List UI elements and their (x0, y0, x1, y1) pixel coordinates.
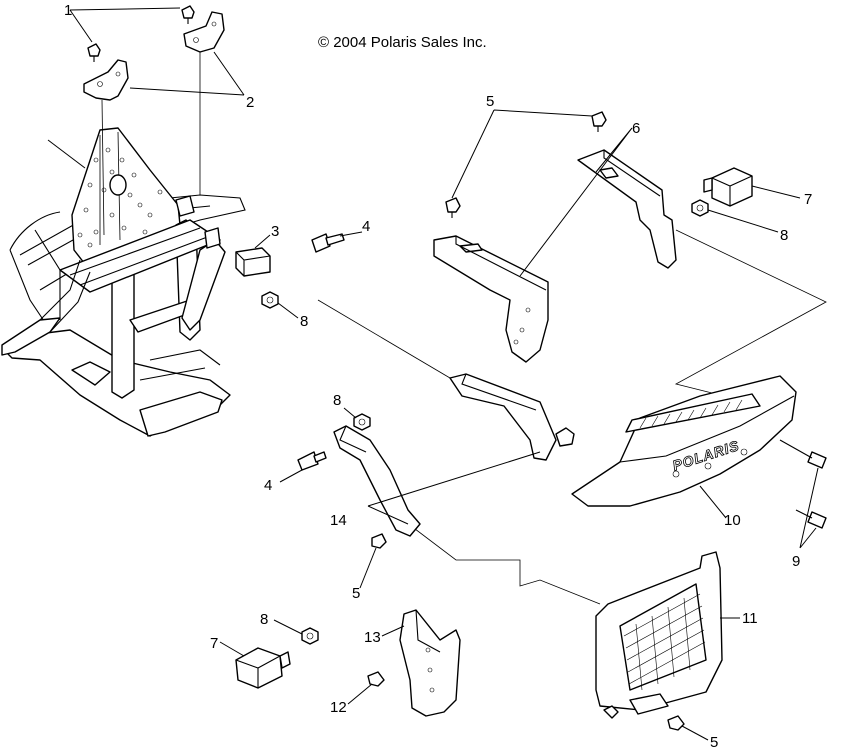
callout-3: 3 (271, 223, 279, 240)
bolt-4-lower (297, 451, 327, 471)
nut-8-left (261, 291, 279, 309)
callout-14: 14 (330, 512, 347, 529)
nut-8-middle (353, 413, 371, 431)
bracket-6-left (433, 235, 549, 363)
callout-2: 2 (246, 94, 254, 111)
callout-8-upper-right: 8 (780, 227, 788, 244)
callout-13: 13 (364, 629, 381, 646)
bracket-6-right (577, 149, 677, 269)
screw-12 (367, 671, 385, 687)
callout-5-middle: 5 (352, 585, 360, 602)
fastener-1b (181, 5, 195, 24)
support-14-upper (449, 373, 557, 461)
nut-8-lower (301, 627, 319, 645)
bracket-2b (183, 11, 225, 53)
bolt-9-upper (779, 439, 827, 469)
callout-7-lower: 7 (210, 635, 218, 652)
callout-1: 1 (64, 2, 72, 19)
bracket-2a (83, 59, 129, 101)
bolt-4-upper (311, 233, 345, 253)
block-3 (235, 247, 271, 277)
support-14-lower (333, 425, 421, 537)
fastener-5-mid (445, 197, 461, 218)
callout-8-upper-left: 8 (300, 313, 308, 330)
fastener-5-lower-mid (371, 533, 387, 549)
callout-5-bottom: 5 (710, 734, 718, 748)
callout-8-middle: 8 (333, 392, 341, 409)
callout-6: 6 (632, 120, 640, 137)
front-fascia-10: POLARIS (571, 375, 797, 507)
frame-assembly (1, 127, 246, 437)
bolt-14 (555, 427, 575, 447)
callout-5-upper: 5 (486, 93, 494, 110)
nut-8-right (691, 199, 709, 217)
callout-10: 10 (724, 512, 741, 529)
callout-11: 11 (742, 610, 758, 627)
callout-4-upper: 4 (362, 218, 370, 235)
callout-9: 9 (792, 553, 800, 570)
callout-7-upper: 7 (804, 191, 812, 208)
bolt-9-lower (795, 509, 827, 529)
fastener-5-top (591, 111, 607, 132)
bracket-13 (399, 609, 461, 717)
fastener-5-bottom (603, 705, 685, 731)
relay-7-upper (703, 167, 753, 207)
relay-7-lower (235, 647, 291, 689)
callout-4-lower: 4 (264, 477, 272, 494)
fastener-1a (87, 43, 101, 62)
radiator-11 (595, 551, 723, 715)
copyright-text: © 2004 Polaris Sales Inc. (318, 34, 487, 51)
callout-8-lower: 8 (260, 611, 268, 628)
callout-12: 12 (330, 699, 347, 716)
